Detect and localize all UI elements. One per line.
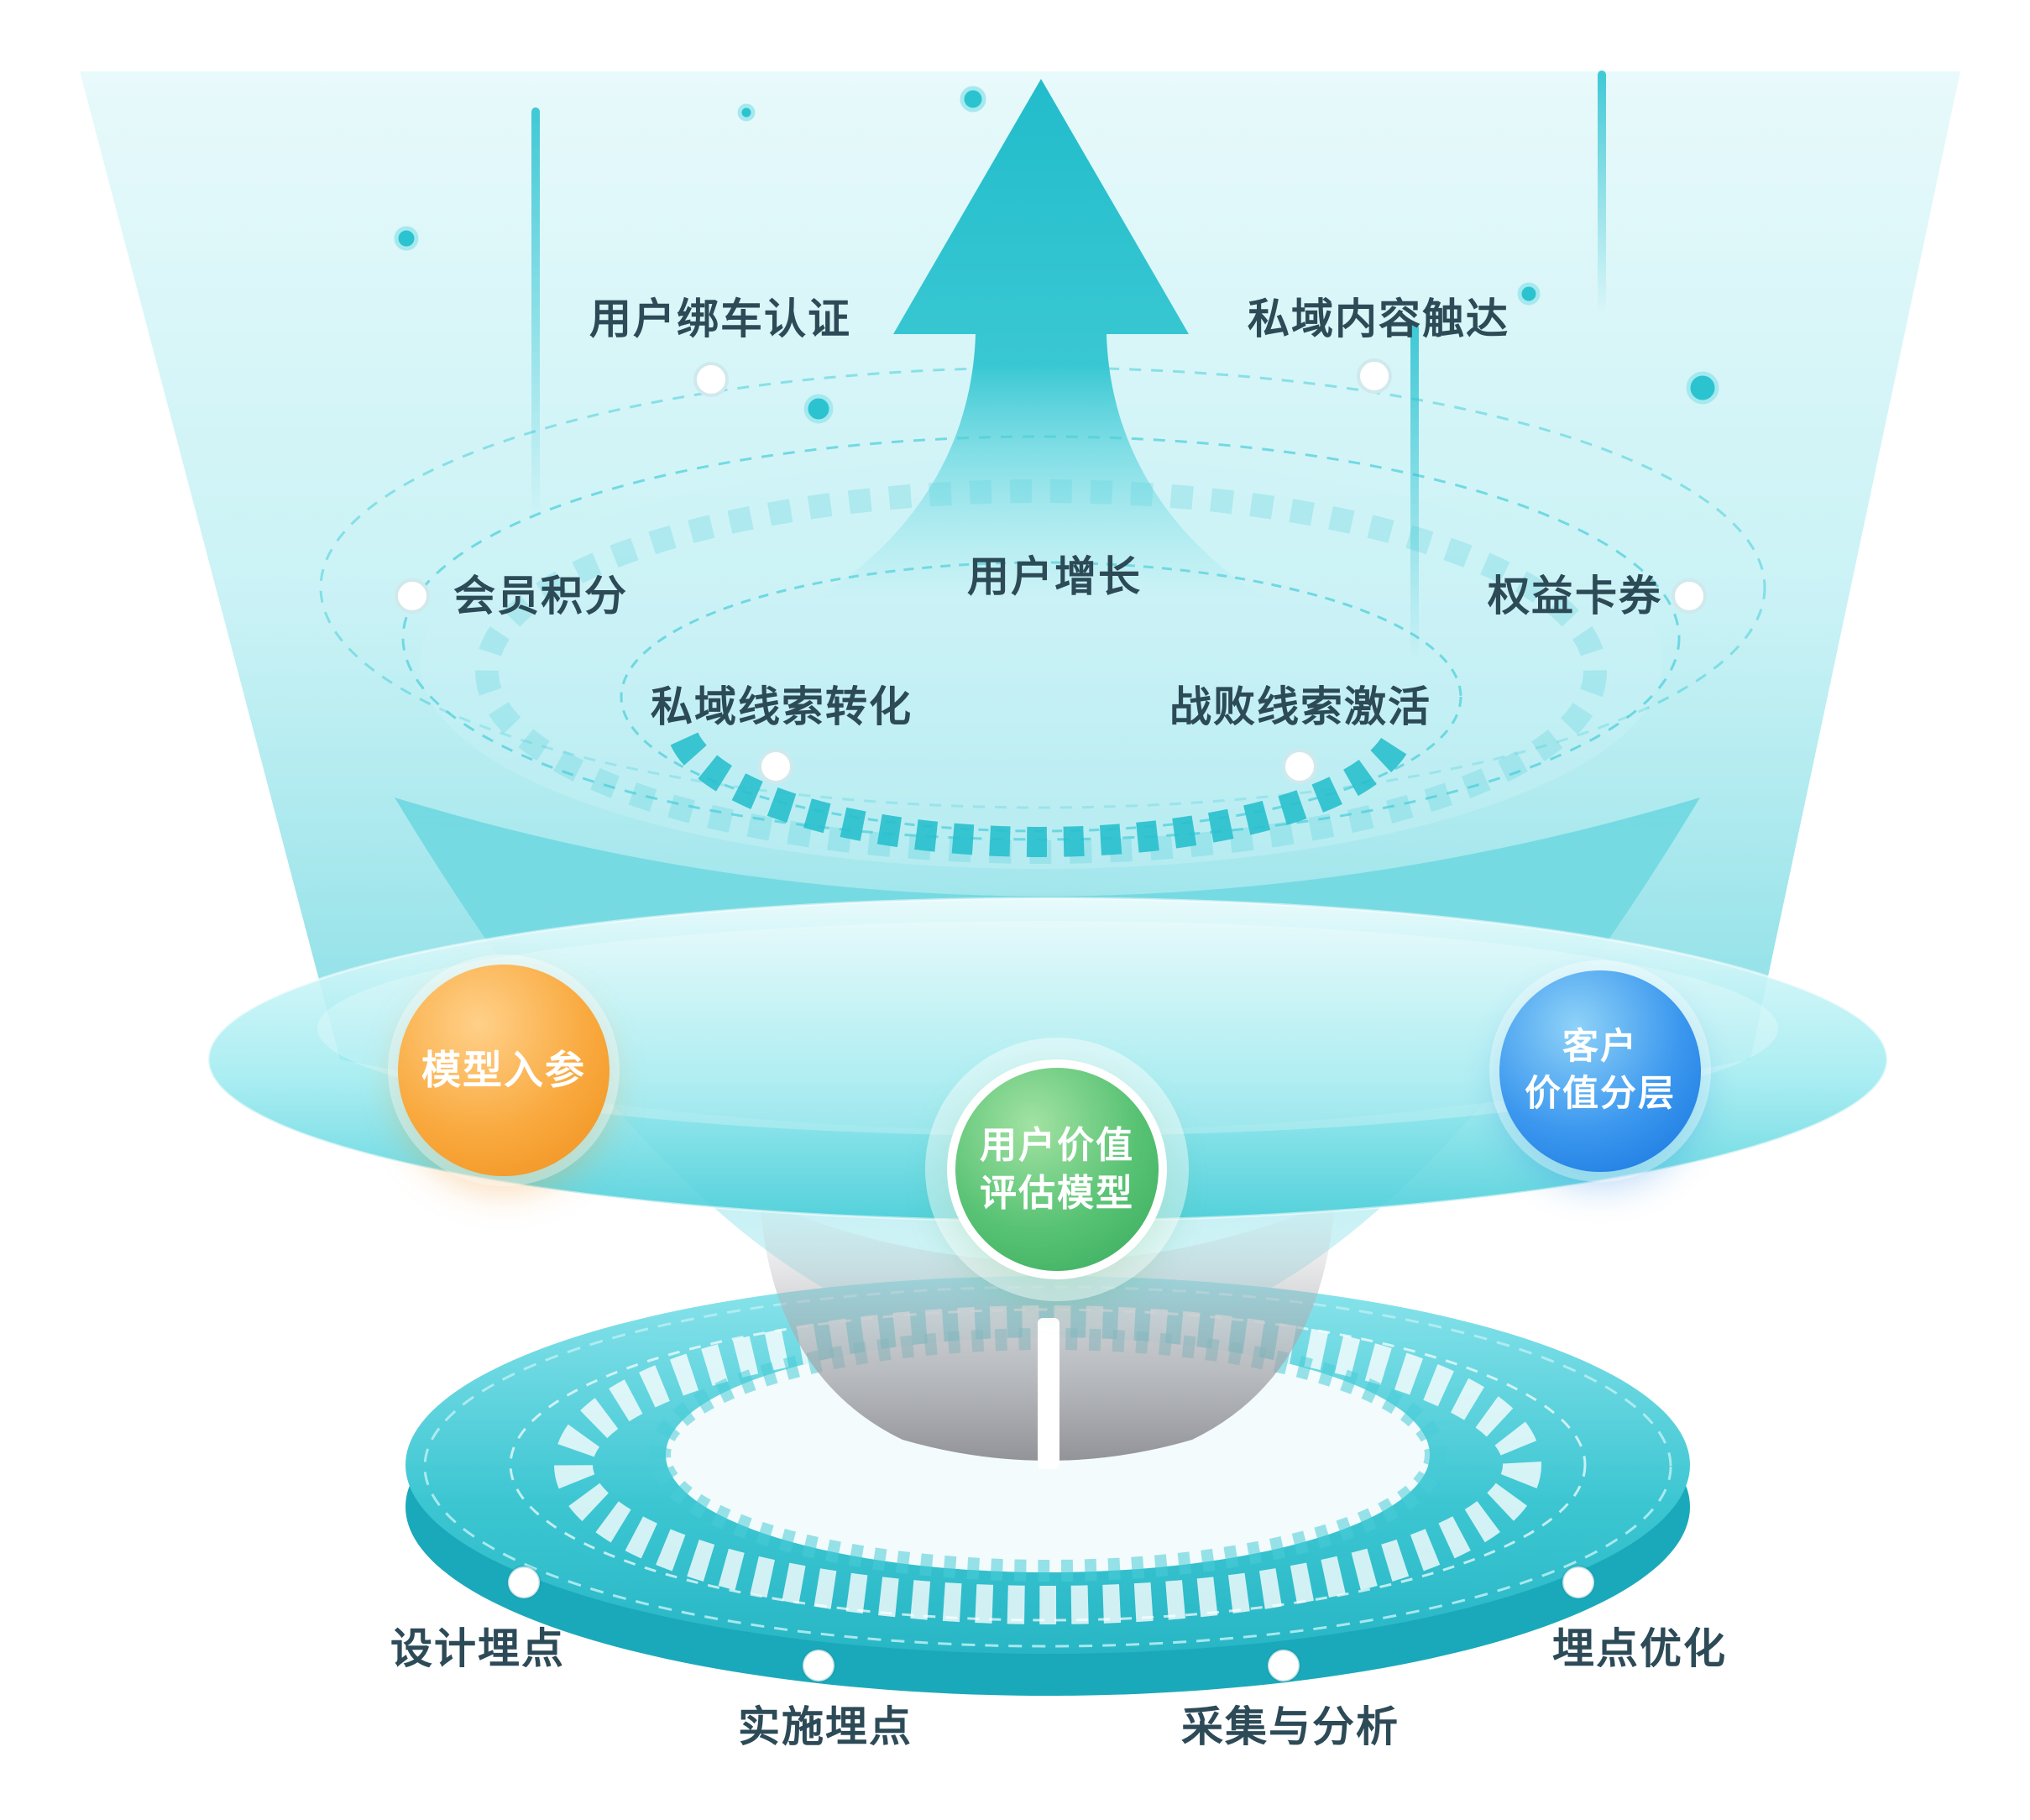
upper-dial-ring <box>401 435 1681 869</box>
label-private-lead-conversion: 私域线索转化 <box>651 683 913 730</box>
bubble-dots <box>394 86 1719 424</box>
label-private-content-reach: 私域内容触达 <box>1248 295 1509 343</box>
label-design-tracking: 设计埋点 <box>390 1625 565 1672</box>
label-lost-lead-activation: 战败线索激活 <box>1169 683 1431 730</box>
label-implement-tracking: 实施埋点 <box>738 1703 913 1750</box>
label-tracking-optimization: 埋点优化 <box>1552 1625 1727 1672</box>
up-arrow-icon <box>814 79 1268 600</box>
label-benefit-cards: 权益卡券 <box>1488 573 1662 620</box>
light-streaks <box>531 71 1606 659</box>
label-anchor-dots <box>395 358 1707 1683</box>
label-user-growth: 用户增长 <box>967 553 1142 600</box>
label-member-points: 会员积分 <box>453 573 628 620</box>
node-customer-value-layering: 客户 价值分层 <box>1499 970 1701 1172</box>
label-user-car-binding: 用户绑车认证 <box>589 295 851 343</box>
funnel-bowl <box>760 1200 1335 1469</box>
node-model-input: 模型入参 <box>398 965 610 1176</box>
node-user-value-model: 用户价值 评估模型 <box>947 1059 1167 1279</box>
label-collect-and-analyze: 采集与分析 <box>1181 1703 1400 1750</box>
